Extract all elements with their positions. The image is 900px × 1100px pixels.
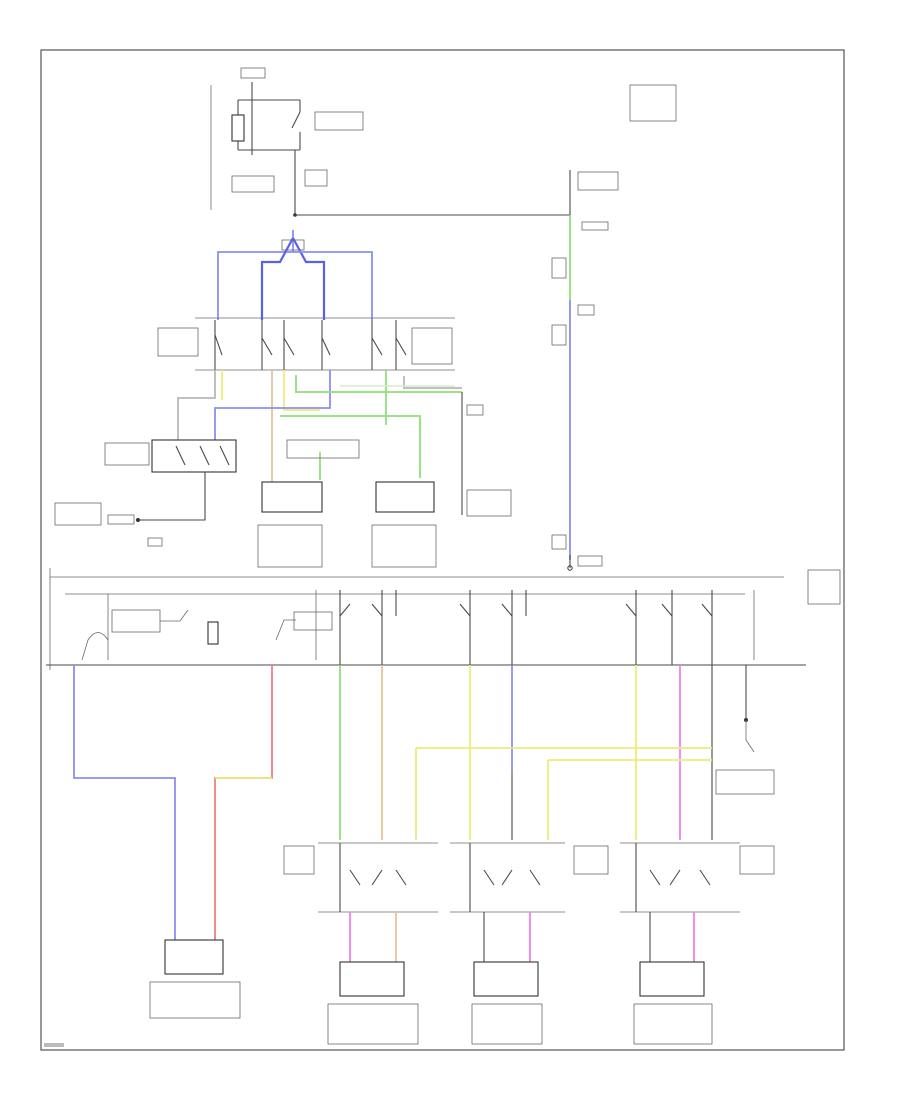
diagram-id-mark [44,1043,64,1047]
main-bar-drops [73,665,775,940]
center-motors [257,481,437,568]
top-relay-area [210,67,677,231]
left-upper-switch [54,439,237,547]
bottom-motors [149,912,713,1045]
bottom-switch-units [283,842,775,913]
diagram-frame [40,49,845,1051]
main-switch-bar [46,568,841,670]
upper-switch-block [157,230,512,517]
right-feed-wire [551,215,603,571]
